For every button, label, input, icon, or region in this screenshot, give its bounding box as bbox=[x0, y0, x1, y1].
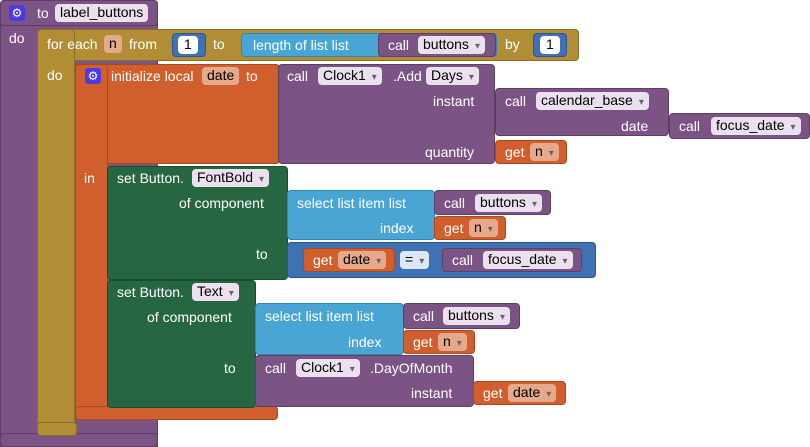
date-param-label: date bbox=[621, 118, 649, 134]
index-label: index bbox=[348, 334, 382, 350]
buttons-dropdown[interactable]: buttons bbox=[475, 194, 542, 212]
from-label: from bbox=[129, 36, 157, 52]
calendar-base-dropdown[interactable]: calendar_base bbox=[536, 92, 649, 110]
focus-date-dropdown[interactable]: focus_date bbox=[483, 251, 573, 269]
for-to-label: to bbox=[213, 36, 225, 52]
procedure-footer bbox=[0, 433, 158, 447]
clock-add-call-label: call bbox=[287, 68, 309, 84]
initialize-local-body-frame bbox=[75, 64, 108, 420]
call-label: call bbox=[413, 308, 435, 324]
for-each-body-frame bbox=[37, 29, 75, 435]
for-do-label: do bbox=[47, 67, 63, 83]
focus-date-dropdown[interactable]: focus_date bbox=[711, 117, 801, 135]
get-var-dropdown[interactable]: n bbox=[438, 333, 467, 351]
of-component-label: of component bbox=[179, 195, 264, 211]
set-button-label: set Button. bbox=[117, 284, 184, 300]
get-var-dropdown[interactable]: n bbox=[469, 219, 498, 237]
initialize-local-footer bbox=[75, 406, 278, 420]
gear-icon[interactable]: ⚙ bbox=[9, 5, 25, 21]
procedure-name-field[interactable]: label_buttons bbox=[55, 4, 149, 22]
index-label: index bbox=[380, 220, 414, 236]
clock-component-dropdown[interactable]: Clock1 bbox=[318, 67, 382, 85]
local-var-name-field[interactable]: date bbox=[202, 67, 240, 85]
get-label: get bbox=[413, 334, 433, 350]
get-label: get bbox=[483, 385, 503, 401]
focus-date-call-label: call bbox=[679, 118, 701, 134]
set-to-label: to bbox=[256, 246, 268, 262]
get-date-dropdown[interactable]: date bbox=[508, 384, 557, 402]
for-each-footer bbox=[37, 422, 77, 436]
call-label: call bbox=[452, 252, 474, 268]
in-label: in bbox=[84, 170, 95, 186]
buttons-dropdown[interactable]: buttons bbox=[443, 307, 510, 325]
text-property-dropdown[interactable]: Text bbox=[192, 283, 239, 301]
length-of-list-label: length of list list bbox=[253, 37, 349, 53]
to-keyword: to bbox=[37, 5, 49, 21]
select-list-item-label: select list item list bbox=[297, 195, 406, 211]
call-label: call bbox=[388, 37, 410, 53]
quantity-label: quantity bbox=[425, 144, 475, 160]
call-buttons-dropdown[interactable]: buttons bbox=[418, 36, 485, 54]
gear-icon[interactable]: ⚙ bbox=[85, 68, 101, 84]
get-date-dropdown[interactable]: date bbox=[338, 251, 387, 269]
calendar-call-label: call bbox=[505, 93, 527, 109]
for-each-label: for each bbox=[47, 36, 98, 52]
fontbold-property-dropdown[interactable]: FontBold bbox=[192, 169, 270, 187]
of-component-label: of component bbox=[147, 309, 232, 325]
get-label: get bbox=[444, 220, 464, 236]
by-number-field[interactable]: 1 bbox=[540, 36, 560, 54]
do-keyword: do bbox=[9, 30, 25, 46]
call-label: call bbox=[444, 195, 466, 211]
for-each-var-field[interactable]: n bbox=[104, 35, 122, 53]
get-label: get bbox=[505, 144, 525, 160]
set-to-label: to bbox=[224, 360, 236, 376]
select-list-item-label: select list item list bbox=[265, 308, 374, 324]
from-number-field[interactable]: 1 bbox=[178, 36, 198, 54]
instant-label: instant bbox=[433, 93, 475, 109]
dayofmonth-method-label: .DayOfMonth bbox=[370, 360, 453, 376]
clock-component-dropdown[interactable]: Clock1 bbox=[296, 359, 360, 377]
select-list-item-block[interactable] bbox=[255, 303, 404, 355]
operator-dropdown[interactable]: = bbox=[400, 251, 430, 269]
initialize-local-label: initialize local bbox=[111, 68, 194, 84]
get-var-dropdown[interactable]: n bbox=[530, 143, 559, 161]
select-list-item-block[interactable] bbox=[287, 190, 435, 240]
add-method-label: .Add bbox=[393, 68, 422, 84]
get-label: get bbox=[313, 252, 333, 268]
initialize-local-block[interactable] bbox=[75, 64, 280, 164]
add-unit-dropdown[interactable]: Days bbox=[426, 67, 479, 85]
by-label: by bbox=[505, 36, 520, 52]
init-to-label: to bbox=[246, 68, 258, 84]
set-text-block[interactable] bbox=[107, 280, 256, 408]
call-label: call bbox=[265, 360, 287, 376]
set-button-label: set Button. bbox=[117, 170, 184, 186]
instant-label: instant bbox=[411, 385, 453, 401]
